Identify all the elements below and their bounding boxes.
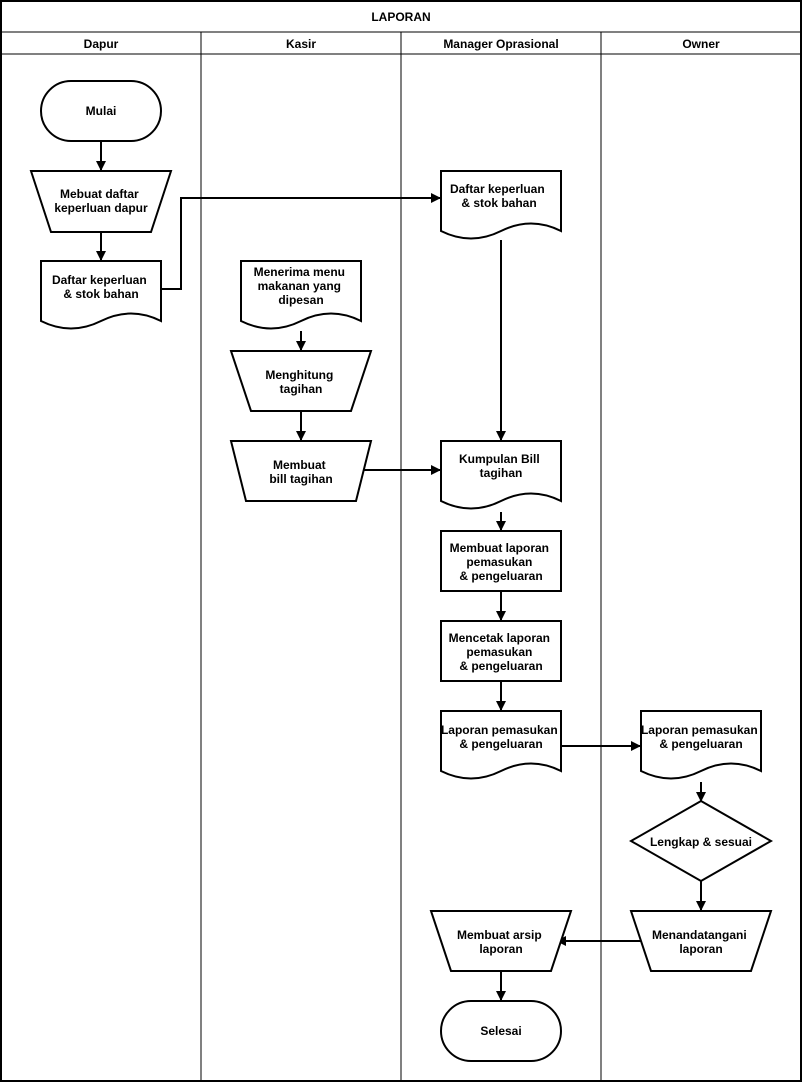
start-label: Mulai [86, 104, 117, 118]
laporan-owner-label: Laporan pemasukan & pengeluaran [641, 723, 761, 751]
process-cetak-laporan: Mencetak laporan pemasukan & pengeluaran [440, 620, 562, 682]
lane-header-dapur: Dapur [84, 37, 119, 51]
manual-op-buat-daftar: Mebuat daftar keperluan dapur [29, 170, 173, 233]
cetak-laporan-label: Mencetak laporan pemasukan & pengeluaran [449, 631, 554, 673]
lengkap-label: Lengkap & sesuai [650, 835, 752, 849]
pool-title: LAPORAN [371, 10, 430, 24]
manual-op-hitung-tagihan: Menghitung tagihan [229, 350, 373, 412]
buat-laporan-label: Membuat laporan pemasukan & pengeluaran [450, 541, 553, 583]
manual-op-arsip: Membuat arsip laporan [429, 910, 573, 972]
manual-op-tandatangan: Menandatangani laporan [629, 910, 773, 972]
buat-bill-label: Membuat bill tagihan [269, 458, 332, 486]
buat-daftar-label: Mebuat daftar keperluan dapur [54, 187, 148, 215]
document-kumpulan-bill: Kumpulan Bill tagihan [440, 440, 562, 510]
hitung-tagihan-label: Menghitung tagihan [265, 368, 336, 396]
document-daftar-manager: Daftar keperluan & stok bahan [440, 170, 562, 240]
edges [96, 141, 706, 1001]
end-label: Selesai [480, 1024, 521, 1038]
document-daftar-dapur: Daftar keperluan & stok bahan [40, 260, 162, 330]
start-terminator: Mulai [40, 80, 162, 142]
decision-lengkap: Lengkap & sesuai [628, 799, 774, 883]
lane-header-owner: Owner [682, 37, 720, 51]
document-laporan-manager: Laporan pemasukan & pengeluaran [440, 710, 562, 780]
daftar-manager-label: Daftar keperluan & stok bahan [450, 182, 548, 210]
arsip-label: Membuat arsip laporan [457, 928, 545, 956]
manual-input-buat-bill: Membuat bill tagihan [229, 440, 373, 502]
edge-daftar-dapur-to-daftar-manager [161, 193, 441, 290]
document-laporan-owner: Laporan pemasukan & pengeluaran [640, 710, 762, 780]
tandatangan-label: Menandatangani laporan [652, 928, 750, 956]
document-terima-menu: Menerima menu makanan yang dipesan [240, 260, 362, 330]
process-buat-laporan: Membuat laporan pemasukan & pengeluaran [440, 530, 562, 592]
laporan-manager-label: Laporan pemasukan & pengeluaran [441, 723, 561, 751]
lane-header-kasir: Kasir [286, 37, 316, 51]
daftar-dapur-label: Daftar keperluan & stok bahan [52, 273, 150, 301]
lane-header-manager: Manager Oprasional [443, 37, 558, 51]
terima-menu-label: Menerima menu makanan yang dipesan [254, 265, 349, 307]
kumpulan-bill-label: Kumpulan Bill tagihan [459, 452, 543, 480]
end-terminator: Selesai [440, 1000, 562, 1062]
